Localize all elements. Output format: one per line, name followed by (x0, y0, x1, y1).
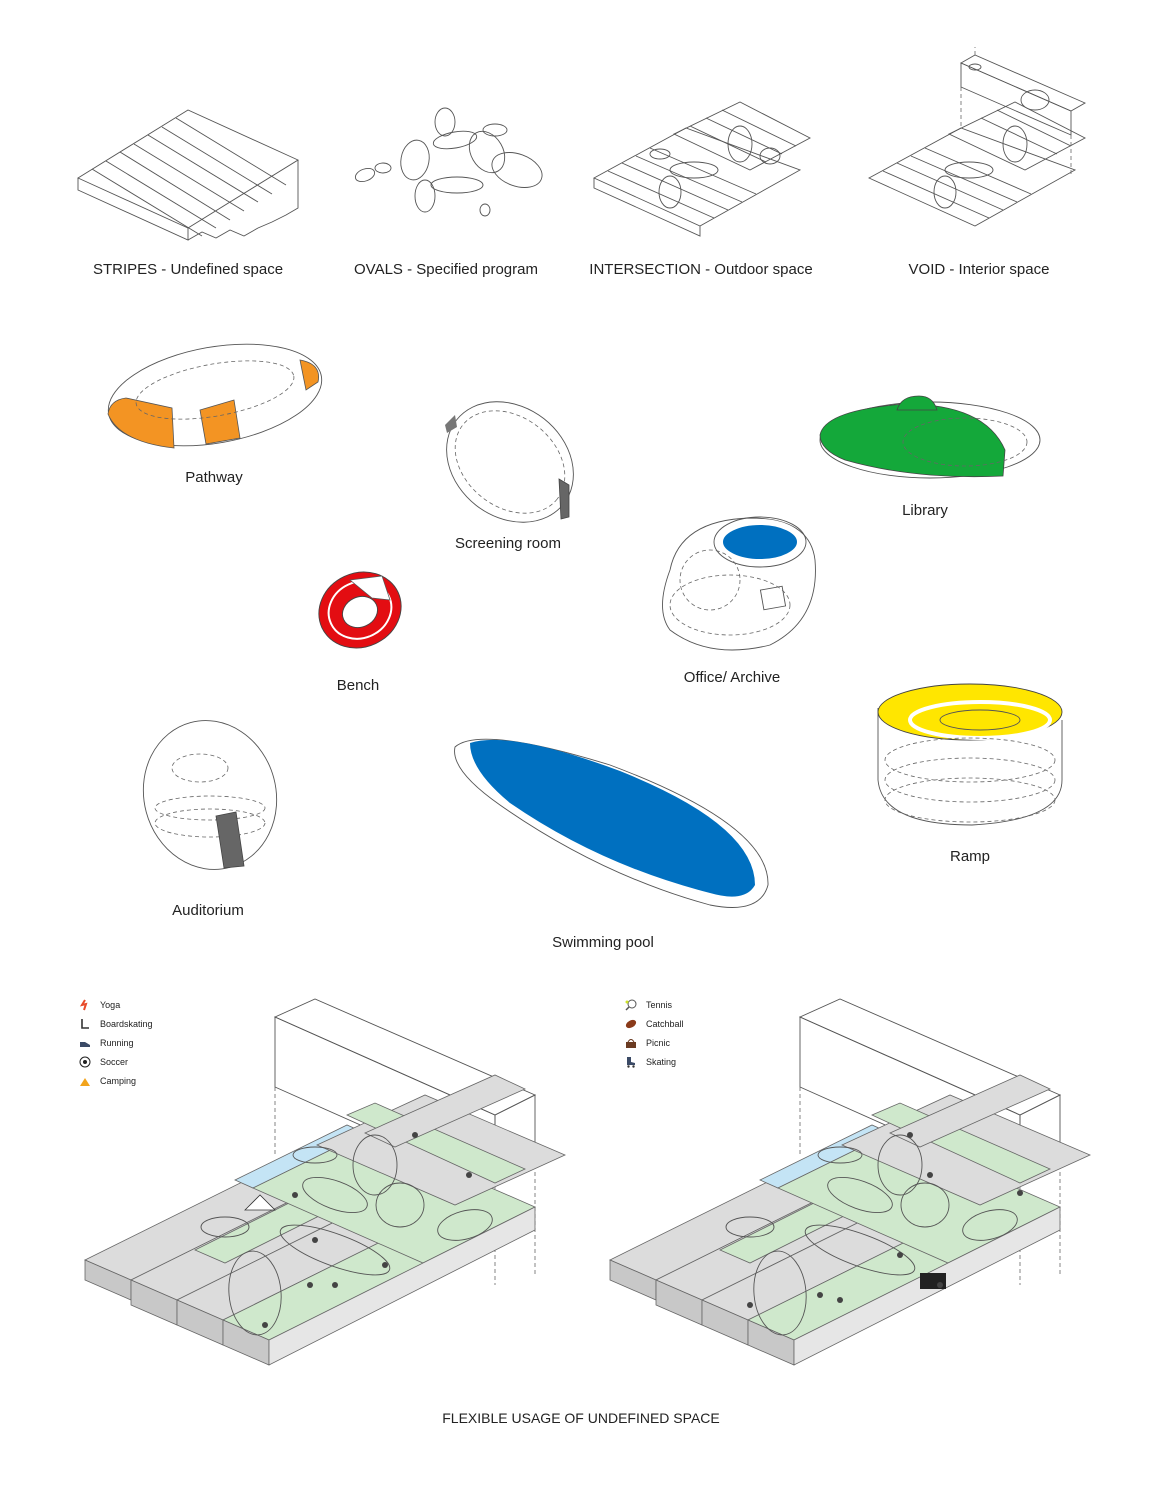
caption-void: VOID - Interior space (908, 261, 1050, 278)
stripes-diagram (77, 109, 299, 241)
label-library: Library (902, 502, 948, 519)
tent-icon (78, 1074, 92, 1088)
legend-label: Picnic (646, 1037, 671, 1048)
library-oval (819, 395, 1041, 479)
tennis-racket-icon (624, 998, 638, 1012)
legend-left: Yoga Boardskating Running Soccer Camping (78, 995, 153, 1090)
legend-item: Picnic (624, 1033, 684, 1052)
legend-item: Camping (78, 1071, 153, 1090)
legend-item: Soccer (78, 1052, 153, 1071)
label-auditorium: Auditorium (172, 902, 244, 919)
legend-label: Tennis (646, 999, 673, 1010)
picnic-basket-icon (624, 1036, 638, 1050)
flexible-usage-right-diagram (609, 998, 1091, 1366)
label-screening-room: Screening room (455, 535, 561, 552)
pathway-oval (107, 343, 323, 449)
legend-label: Catchball (646, 1018, 684, 1029)
office-archive-oval (662, 516, 816, 651)
legend-label: Running (100, 1037, 134, 1048)
boardskating-icon (78, 1017, 92, 1031)
ramp-oval (877, 683, 1063, 826)
legend-label: Camping (100, 1075, 137, 1086)
caption-intersection: INTERSECTION - Outdoor space (589, 261, 813, 278)
void-diagram (867, 47, 1087, 227)
legend-right: Tennis Catchball Picnic Skating (624, 995, 684, 1071)
footer-title: FLEXIBLE USAGE OF UNDEFINED SPACE (442, 1410, 720, 1426)
flexible-usage-left-diagram (84, 998, 566, 1366)
yoga-icon (78, 998, 92, 1012)
label-bench: Bench (336, 677, 380, 694)
caption-stripes: STRIPES - Undefined space (92, 261, 284, 278)
legend-item: Tennis (624, 995, 684, 1014)
legend-label: Skating (646, 1056, 677, 1067)
legend-label: Yoga (100, 999, 121, 1010)
legend-item: Running (78, 1033, 153, 1052)
legend-item: Yoga (78, 995, 153, 1014)
legend-label: Boardskating (100, 1018, 153, 1029)
ovals-diagram (354, 107, 543, 217)
soccer-ball-icon (78, 1055, 92, 1069)
roller-skate-icon (624, 1055, 638, 1069)
running-shoe-icon (78, 1036, 92, 1050)
auditorium-oval (142, 720, 278, 870)
legend-label: Soccer (100, 1056, 129, 1067)
label-office-archive: Office/ Archive (683, 669, 781, 686)
legend-item: Boardskating (78, 1014, 153, 1033)
caption-ovals: OVALS - Specified program (354, 261, 538, 278)
football-icon (624, 1017, 638, 1031)
legend-item: Skating (624, 1052, 684, 1071)
bench-oval (318, 571, 402, 649)
label-pathway: Pathway (185, 469, 243, 486)
label-ramp: Ramp (949, 848, 991, 865)
screening-room-oval (445, 401, 574, 523)
label-swimming-pool: Swimming pool (552, 934, 654, 951)
intersection-diagram (592, 101, 811, 237)
legend-item: Catchball (624, 1014, 684, 1033)
swimming-pool-oval (454, 738, 769, 908)
